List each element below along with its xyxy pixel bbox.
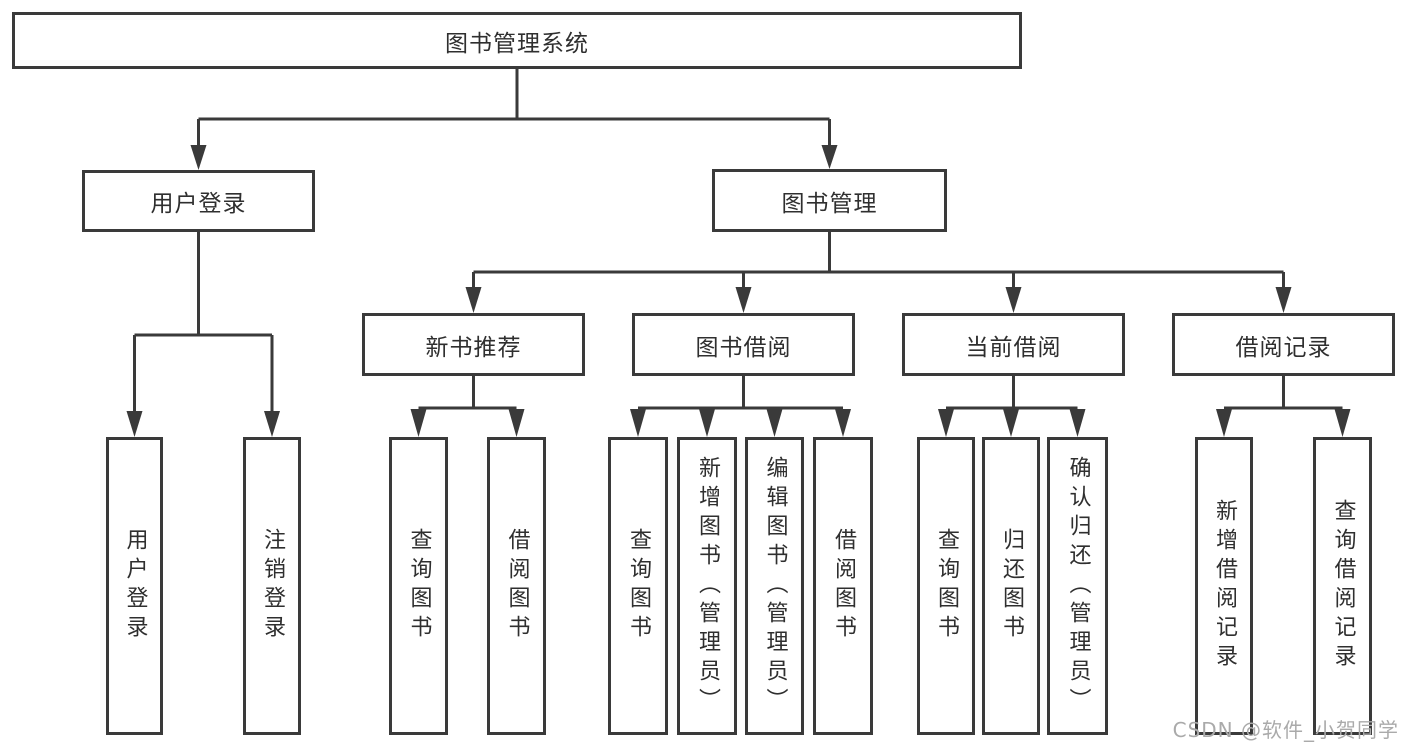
leaf-records-add-record: 新增借阅记录	[1195, 437, 1253, 735]
leaf-newrec-borrow-books: 借阅图书	[487, 437, 546, 735]
arrowheads	[126, 145, 1351, 437]
leaf-user-login: 用户登录	[106, 437, 163, 735]
node-label: 图书管理	[781, 190, 878, 217]
leaf-borrow-borrow-books: 借阅图书	[813, 437, 873, 735]
leaf-label: 归还图书	[999, 528, 1024, 644]
leaf-label: 新增借阅记录	[1212, 499, 1237, 673]
leaf-label: 注销登录	[260, 528, 285, 644]
node-label: 当前借阅	[965, 334, 1062, 361]
leaf-newrec-query-books: 查询图书	[389, 437, 448, 735]
node-new-book-recommend: 新书推荐	[362, 313, 585, 376]
csdn-watermark: CSDN @软件_小贺同学	[1172, 718, 1399, 742]
node-label: 新书推荐	[425, 334, 522, 361]
node-current-borrow: 当前借阅	[902, 313, 1125, 376]
leaf-label: 借阅图书	[831, 528, 856, 644]
node-label: 图书管理系统	[445, 30, 589, 57]
node-label: 借阅记录	[1235, 334, 1332, 361]
leaf-label: 新增图书（管理员）	[695, 455, 720, 717]
node-borrow-records: 借阅记录	[1172, 313, 1395, 376]
leaf-current-confirm-return-admin: 确认归还（管理员）	[1047, 437, 1108, 735]
leaf-label: 用户登录	[122, 528, 148, 644]
leaf-current-return-books: 归还图书	[982, 437, 1040, 735]
leaf-label: 查询借阅记录	[1330, 499, 1356, 673]
leaf-borrow-add-books-admin: 新增图书（管理员）	[677, 437, 737, 735]
leaf-label: 确认归还（管理员）	[1065, 455, 1091, 717]
leaf-borrow-edit-books-admin: 编辑图书（管理员）	[745, 437, 804, 735]
leaf-borrow-query-books: 查询图书	[608, 437, 668, 735]
leaf-logout: 注销登录	[243, 437, 301, 735]
leaf-records-query-record: 查询借阅记录	[1313, 437, 1372, 735]
node-library-system: 图书管理系统	[12, 12, 1022, 69]
node-label: 用户登录	[150, 191, 247, 217]
leaf-label: 查询图书	[406, 528, 432, 644]
leaf-label: 借阅图书	[504, 528, 530, 644]
node-label: 图书借阅	[695, 334, 792, 361]
connector-rails	[133, 69, 1343, 412]
leaf-label: 查询图书	[626, 528, 651, 644]
node-user-login-group: 用户登录	[82, 170, 315, 232]
node-book-borrow: 图书借阅	[632, 313, 855, 376]
leaf-current-query-books: 查询图书	[917, 437, 975, 735]
leaf-label: 编辑图书（管理员）	[762, 455, 788, 717]
node-book-management: 图书管理	[712, 169, 947, 232]
leaf-label: 查询图书	[934, 528, 959, 644]
